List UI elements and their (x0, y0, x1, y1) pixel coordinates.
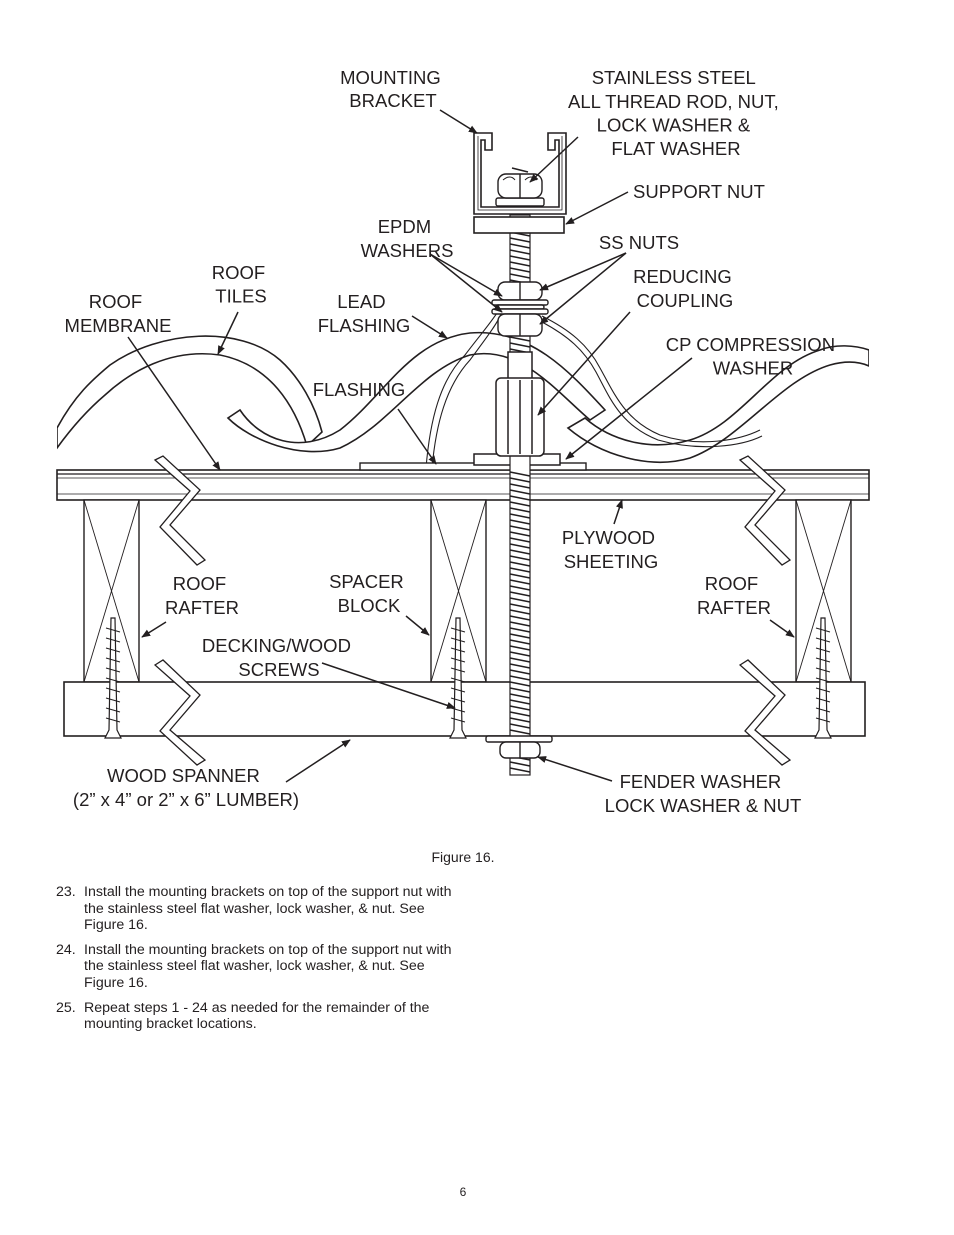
label-roof-rafter-right: ROOF RAFTER (697, 573, 771, 618)
epdm-washers-and-ss-nuts (491, 281, 549, 337)
label-ss-nuts: SS NUTS (599, 232, 679, 253)
label-wood-spanner: WOOD SPANNER (2” x 4” or 2” x 6” LUMBER) (73, 765, 299, 810)
screw-right (814, 617, 832, 739)
instruction-steps: 23. Install the mounting brackets on top… (56, 884, 466, 1041)
thread-rod (509, 167, 531, 776)
callout-labels: MOUNTING BRACKET STAINLESS STEEL ALL THR… (65, 67, 840, 816)
label-cp-compression-washer: CP COMPRESSION WASHER (666, 334, 840, 379)
step-text: Install the mounting brackets on top of … (84, 941, 452, 991)
roof-tiles (57, 331, 869, 463)
step-text: Install the mounting brackets on top of … (84, 884, 452, 934)
label-roof-tiles: ROOF TILES (212, 262, 271, 307)
support-nut (473, 216, 565, 234)
label-stainless-steel: STAINLESS STEEL ALL THREAD ROD, NUT, LOC… (568, 67, 784, 159)
label-roof-rafter-left: ROOF RAFTER (165, 573, 239, 618)
step-item: 25. Repeat steps 1 - 24 as needed for th… (56, 1000, 466, 1033)
label-fender-washer: FENDER WASHER LOCK WASHER & NUT (605, 771, 802, 816)
label-support-nut: SUPPORT NUT (633, 181, 765, 202)
break-symbols (153, 455, 792, 766)
leader-lines (127, 109, 795, 783)
decking-wood-screws (104, 617, 832, 739)
step-item: 24. Install the mounting brackets on top… (56, 942, 466, 992)
label-mounting-bracket: MOUNTING BRACKET (340, 67, 446, 111)
figure-caption: Figure 16. (431, 849, 495, 865)
lead-flashing (425, 307, 763, 469)
step-number: 24. (56, 941, 76, 958)
bracket-hardware (495, 173, 545, 207)
page-number: 6 (459, 1185, 467, 1199)
reducing-coupling (495, 351, 545, 457)
screw-middle (449, 617, 467, 739)
step-item: 23. Install the mounting brackets on top… (56, 884, 466, 934)
label-roof-membrane: ROOF MEMBRANE (65, 291, 172, 336)
label-reducing-coupling: REDUCING COUPLING (633, 266, 737, 311)
roof-mount-diagram: MOUNTING BRACKET STAINLESS STEEL ALL THR… (56, 67, 870, 816)
fender-washer-hardware (485, 735, 553, 759)
label-spacer-block: SPACER BLOCK (329, 571, 409, 616)
step-text: Repeat steps 1 - 24 as needed for the re… (84, 999, 430, 1033)
label-flashing: FLASHING (313, 379, 406, 400)
step-number: 25. (56, 999, 76, 1016)
label-lead-flashing: LEAD FLASHING (318, 291, 411, 336)
flashing-plate (359, 462, 587, 471)
screw-left (104, 617, 122, 739)
mounting-bracket (473, 132, 567, 215)
label-decking-wood-screws: DECKING/WOOD SCREWS (202, 635, 356, 680)
wood-spanner (63, 681, 866, 737)
label-epdm-washers: EPDM WASHERS (361, 216, 454, 261)
step-number: 23. (56, 884, 76, 900)
label-plywood-sheeting: PLYWOOD SHEETING (562, 527, 660, 572)
